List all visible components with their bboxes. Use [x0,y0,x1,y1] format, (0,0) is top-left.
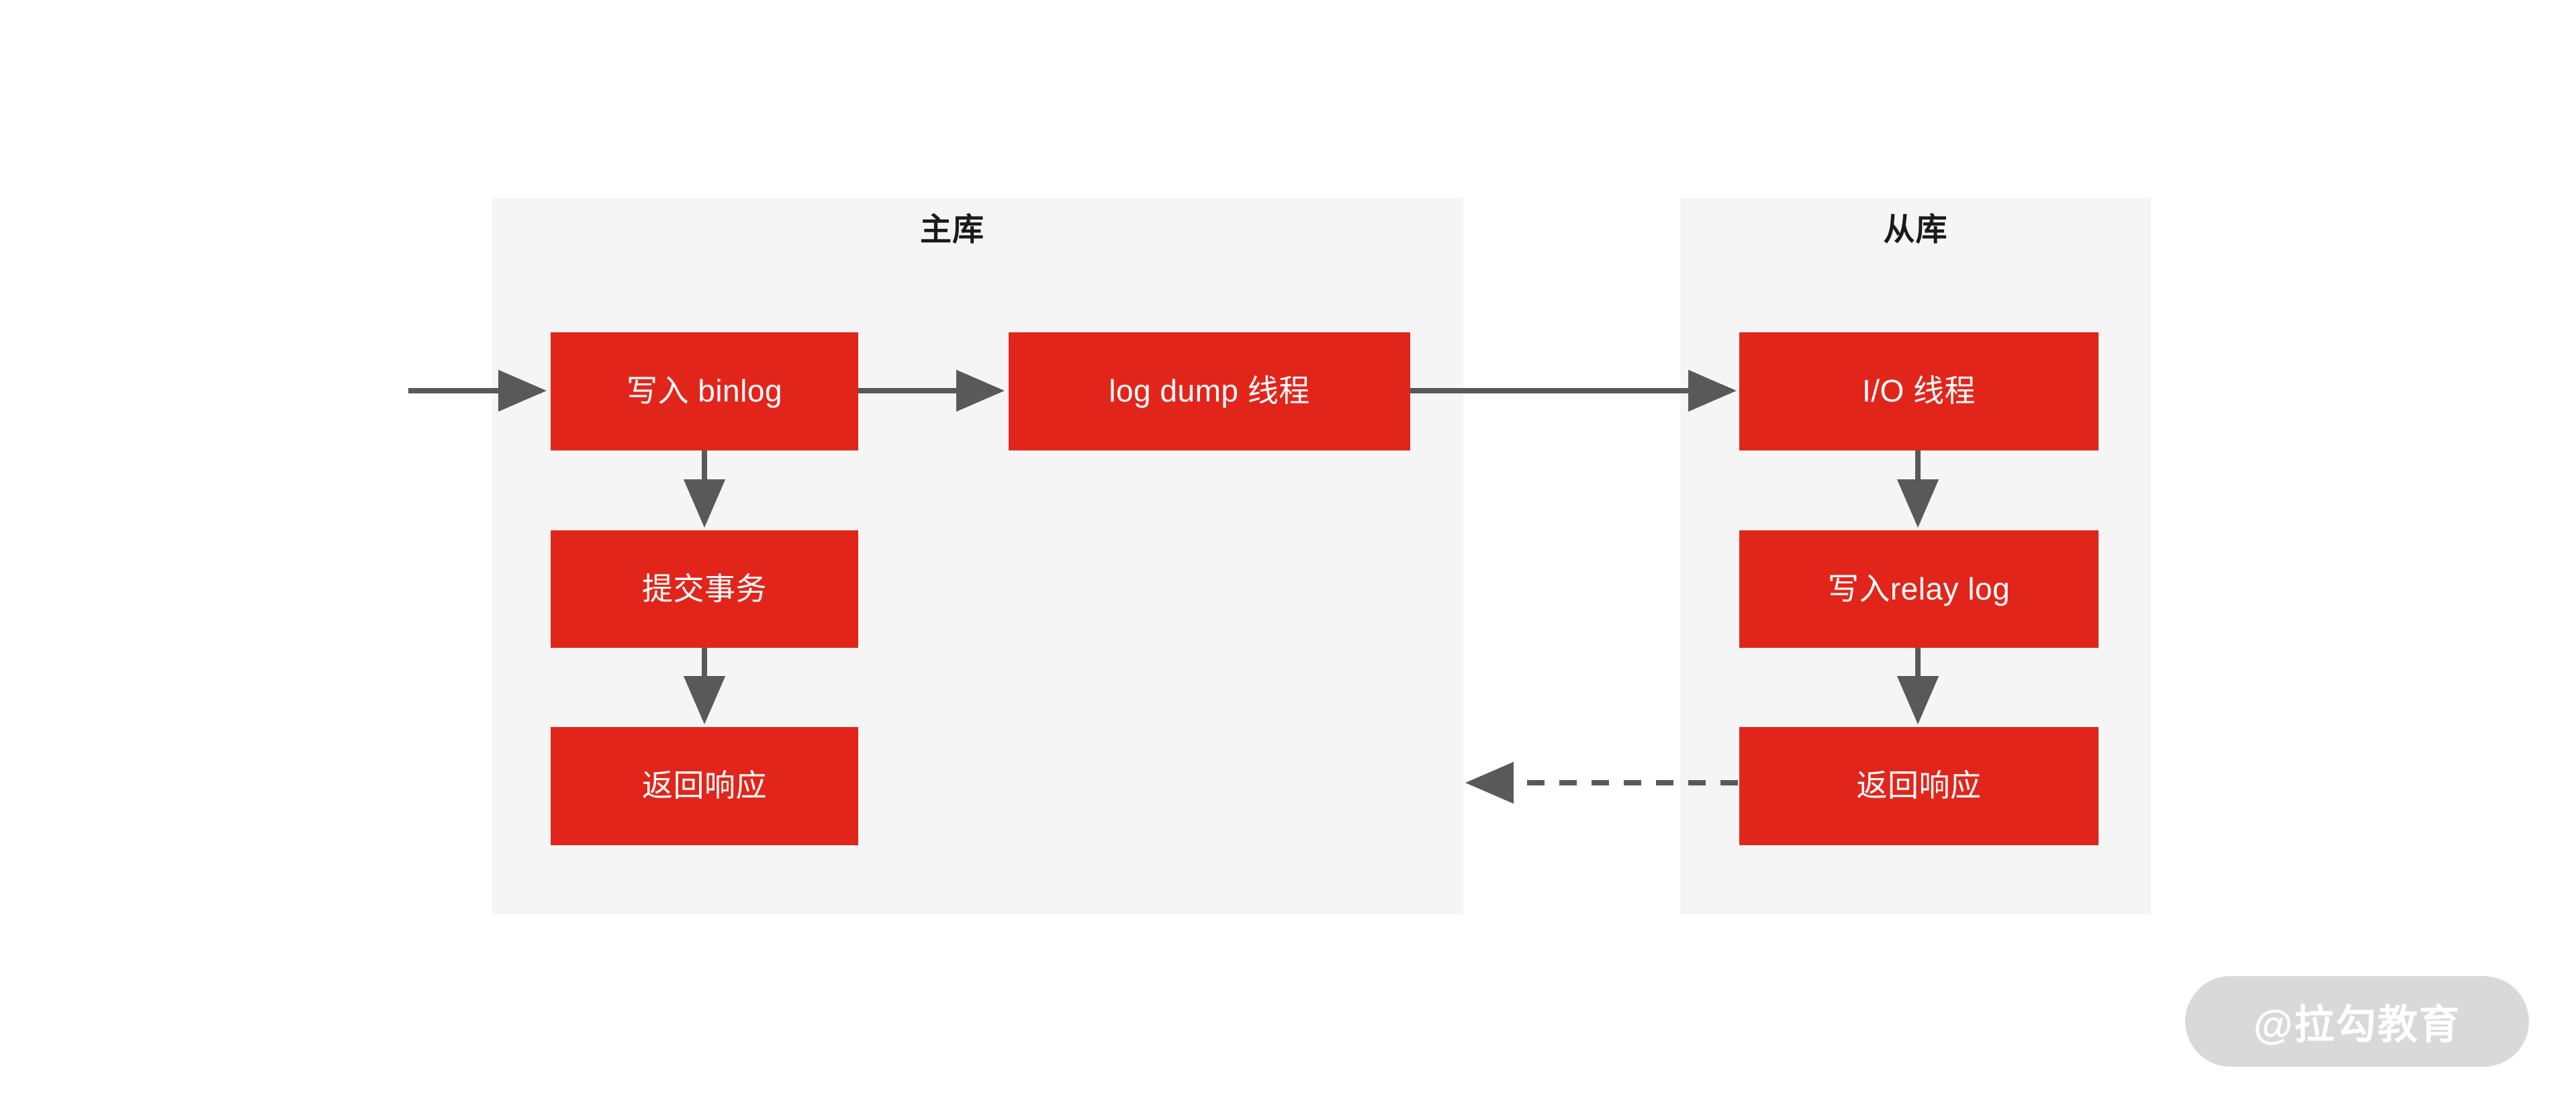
node-write-binlog-label: 写入 binlog [626,373,783,409]
node-slave-return-response[interactable]: 返回响应 [1739,727,2099,845]
watermark-badge: @拉勾教育 [2185,976,2529,1067]
node-write-binlog[interactable]: 写入 binlog [551,332,858,450]
node-commit-transaction-label: 提交事务 [642,571,767,606]
node-io-thread-label: I/O 线程 [1861,373,1976,409]
node-slave-return-response-label: 返回响应 [1856,768,1982,804]
node-master-return-response[interactable]: 返回响应 [551,727,858,845]
node-write-relay-log-label: 写入relay log [1827,571,2011,606]
node-log-dump-thread-label: log dump 线程 [1109,373,1310,409]
node-log-dump-thread[interactable]: log dump 线程 [1009,332,1410,450]
node-write-relay-log[interactable]: 写入relay log [1739,530,2099,648]
watermark-text: @拉勾教育 [2253,1002,2461,1047]
master-panel-title: 主库 [920,211,984,247]
node-commit-transaction[interactable]: 提交事务 [551,530,858,648]
slave-panel-title: 从库 [1883,211,1948,247]
node-master-return-response-label: 返回响应 [642,768,767,804]
node-io-thread[interactable]: I/O 线程 [1739,332,2099,450]
